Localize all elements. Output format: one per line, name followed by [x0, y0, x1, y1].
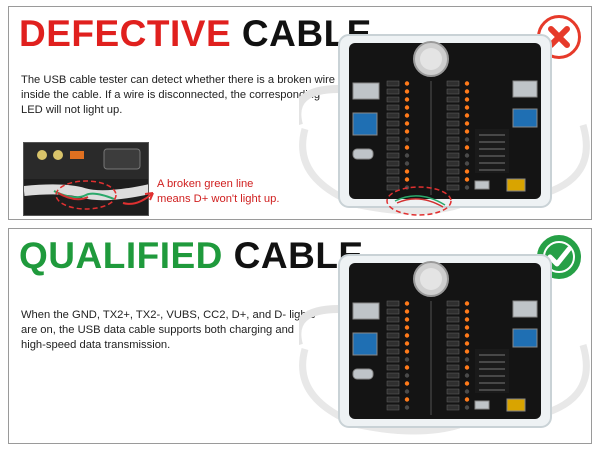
broken-wire-highlight — [386, 186, 452, 216]
cable-tester-device-defective — [293, 29, 591, 219]
broken-wire-inset-photo — [23, 142, 149, 216]
qualified-cable-panel: QUALIFIED CABLE When the GND, TX2+, TX2-… — [8, 228, 592, 444]
defective-headline: DEFECTIVE CABLE — [19, 15, 372, 52]
defective-title-word: DEFECTIVE — [19, 13, 232, 54]
defective-cable-panel: DEFECTIVE CABLE The USB cable tester can… — [8, 6, 592, 220]
qualified-title-word: QUALIFIED — [19, 235, 223, 276]
callout-arrow-icon — [122, 192, 154, 205]
qualified-description: When the GND, TX2+, TX2-, VUBS, CC2, D+,… — [21, 309, 316, 352]
defective-description: The USB cable tester can detect whether … — [21, 74, 336, 117]
cable-tester-device-qualified — [293, 249, 591, 443]
broken-line-callout: A broken green line means D+ won't light… — [157, 178, 280, 205]
